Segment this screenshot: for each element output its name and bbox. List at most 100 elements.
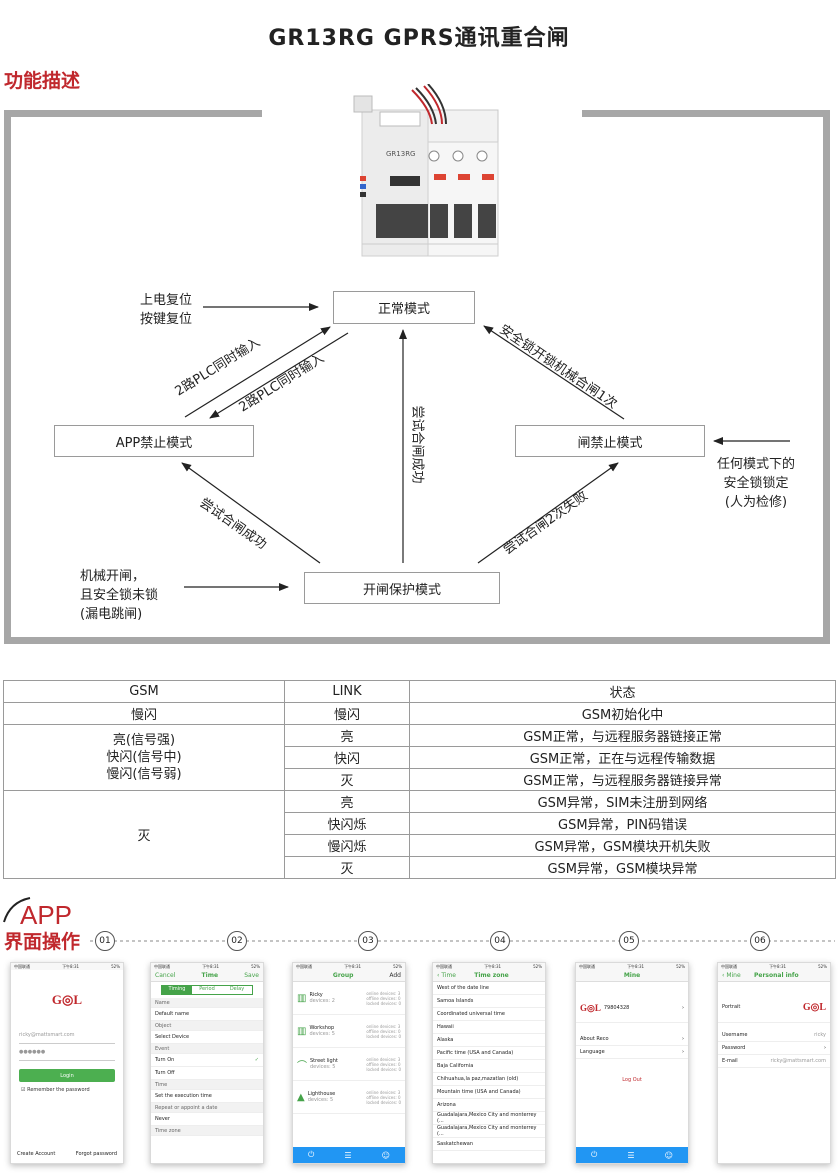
- tab-timing[interactable]: Timing: [162, 986, 192, 994]
- timezone-item[interactable]: Baja California: [433, 1060, 545, 1073]
- create-account-link[interactable]: Create Account: [17, 1151, 56, 1157]
- timezone-item[interactable]: Saskatchewan: [433, 1138, 545, 1151]
- chevron-right-icon: ›: [824, 1045, 826, 1051]
- tab-delay[interactable]: Delay: [229, 986, 245, 992]
- list-icon[interactable]: ☰: [344, 1150, 352, 1160]
- gol-logo: G◎L: [51, 992, 83, 1007]
- user-icon[interactable]: ☺: [664, 1150, 673, 1160]
- nav-bar: Mine: [576, 970, 688, 982]
- logout-button[interactable]: Log Out: [622, 1077, 642, 1083]
- state-cell: GSM正常，与远程服务器链接异常: [409, 768, 836, 791]
- check-icon: ✓: [254, 1057, 259, 1063]
- account-row[interactable]: G◎L 79804328›: [576, 994, 688, 1023]
- timezone-item[interactable]: Samoa Islands: [433, 995, 545, 1008]
- step-number: 06: [750, 931, 770, 951]
- remember-password-checkbox[interactable]: ☑ Remember the password: [21, 1087, 90, 1093]
- save-button[interactable]: Save: [244, 972, 259, 979]
- link-cell: 亮: [284, 724, 410, 747]
- table-header-state: 状态: [409, 680, 836, 703]
- step-number: 03: [358, 931, 378, 951]
- section-header: Time zone: [151, 1126, 263, 1136]
- nav-title: Personal info: [754, 972, 799, 979]
- execution-time-row[interactable]: Set the execution time: [151, 1090, 263, 1103]
- nav-title: Group: [332, 972, 354, 979]
- about-row[interactable]: About Reco›: [576, 1033, 688, 1046]
- timezone-item[interactable]: Coordinated universal time: [433, 1008, 545, 1021]
- app-disable-mode-box: APP禁止模式: [54, 425, 254, 457]
- section-header: Time: [151, 1080, 263, 1090]
- nav-bar: Group Add: [293, 970, 405, 982]
- language-row[interactable]: Language›: [576, 1046, 688, 1059]
- timezone-item[interactable]: Pacific time (USA and Canada): [433, 1047, 545, 1060]
- turn-off-row[interactable]: Turn Off: [151, 1067, 263, 1080]
- list-icon[interactable]: ☰: [627, 1150, 635, 1160]
- section-header: Repeat or appoint a date: [151, 1103, 263, 1113]
- add-button[interactable]: Add: [389, 972, 401, 979]
- timezone-item[interactable]: Chihuahua,la paz,mazatlan (old): [433, 1073, 545, 1086]
- open-protect-mode-box: 开闸保护模式: [304, 572, 500, 604]
- power-icon[interactable]: ⏻: [591, 1150, 598, 1159]
- section-header: Name: [151, 998, 263, 1008]
- username-input[interactable]: ricky@mattsmart.com: [19, 1032, 115, 1044]
- forgot-password-link[interactable]: Forgot password: [75, 1151, 117, 1157]
- password-input[interactable]: ●●●●●●: [19, 1049, 115, 1061]
- timezone-item[interactable]: Mountain time (USA and Canada): [433, 1086, 545, 1099]
- back-button[interactable]: ‹ Time: [437, 972, 456, 979]
- timezone-item[interactable]: Alaska: [433, 1034, 545, 1047]
- timezone-item[interactable]: Hawaii: [433, 1021, 545, 1034]
- table-row: 灭 亮 GSM异常，SIM未注册到网络: [3, 790, 836, 879]
- timezone-item[interactable]: Guadalajara,Mexico City and monterrey (.…: [433, 1125, 545, 1138]
- repeat-row[interactable]: Never: [151, 1113, 263, 1126]
- step-number: 05: [619, 931, 639, 951]
- timezone-item[interactable]: Guadalajara,Mexico City and monterrey (.…: [433, 1112, 545, 1125]
- state-cell: GSM正常，与远程服务器链接正常: [409, 724, 836, 747]
- nav-title: Time zone: [474, 972, 509, 979]
- user-icon[interactable]: ☺: [381, 1150, 390, 1160]
- name-row[interactable]: Default name: [151, 1008, 263, 1021]
- status-table: GSM LINK 状态 慢闪 慢闪 GSM初始化中 亮(信号强) 快闪(信号中)…: [3, 680, 836, 879]
- timezone-item[interactable]: Arizona: [433, 1099, 545, 1112]
- cancel-button[interactable]: Cancel: [155, 972, 176, 979]
- app-section-subtitle: 界面操作: [4, 931, 81, 953]
- link-cell: 慢闪烁: [284, 834, 410, 857]
- back-button[interactable]: ‹ Mine: [722, 972, 741, 979]
- breaker-icon: ▥: [297, 992, 307, 1004]
- section-header: Object: [151, 1021, 263, 1031]
- link-cell: 灭: [284, 856, 410, 879]
- gsm-cell: 慢闪: [3, 702, 285, 725]
- nav-title: Time: [201, 972, 219, 979]
- app-swoosh-icon: [3, 897, 31, 923]
- turn-on-row[interactable]: Turn On✓: [151, 1054, 263, 1067]
- login-button[interactable]: Login: [19, 1069, 115, 1082]
- device-label: GR13RG: [386, 150, 416, 158]
- power-icon[interactable]: ⏻: [308, 1150, 315, 1159]
- power-reset-note: 上电复位 按键复位: [140, 293, 193, 327]
- tab-bar: ⏻ ☰ ☺: [576, 1147, 688, 1163]
- object-row[interactable]: Select Device: [151, 1031, 263, 1044]
- try-close-success-center-label: 尝试合闸成功: [409, 405, 425, 484]
- tab-period[interactable]: Period: [199, 986, 215, 992]
- state-cell: GSM异常，GSM模块异常: [409, 856, 836, 879]
- timezone-item[interactable]: West of the date line: [433, 982, 545, 995]
- diagram-arrows: [181, 303, 790, 591]
- tab-bar: ⏻ ☰ ☺: [293, 1147, 405, 1163]
- password-row[interactable]: Password›: [718, 1042, 830, 1055]
- state-cell: GSM异常，GSM模块开机失败: [409, 834, 836, 857]
- street-light-icon: ⌒: [297, 1060, 307, 1072]
- link-cell: 慢闪: [284, 702, 410, 725]
- chevron-right-icon: ›: [682, 1005, 684, 1011]
- state-cell: GSM异常，PIN码错误: [409, 812, 836, 835]
- table-row: 慢闪烁 GSM异常，GSM模块开机失败: [4, 834, 836, 857]
- steps-dashed-line: [90, 940, 835, 942]
